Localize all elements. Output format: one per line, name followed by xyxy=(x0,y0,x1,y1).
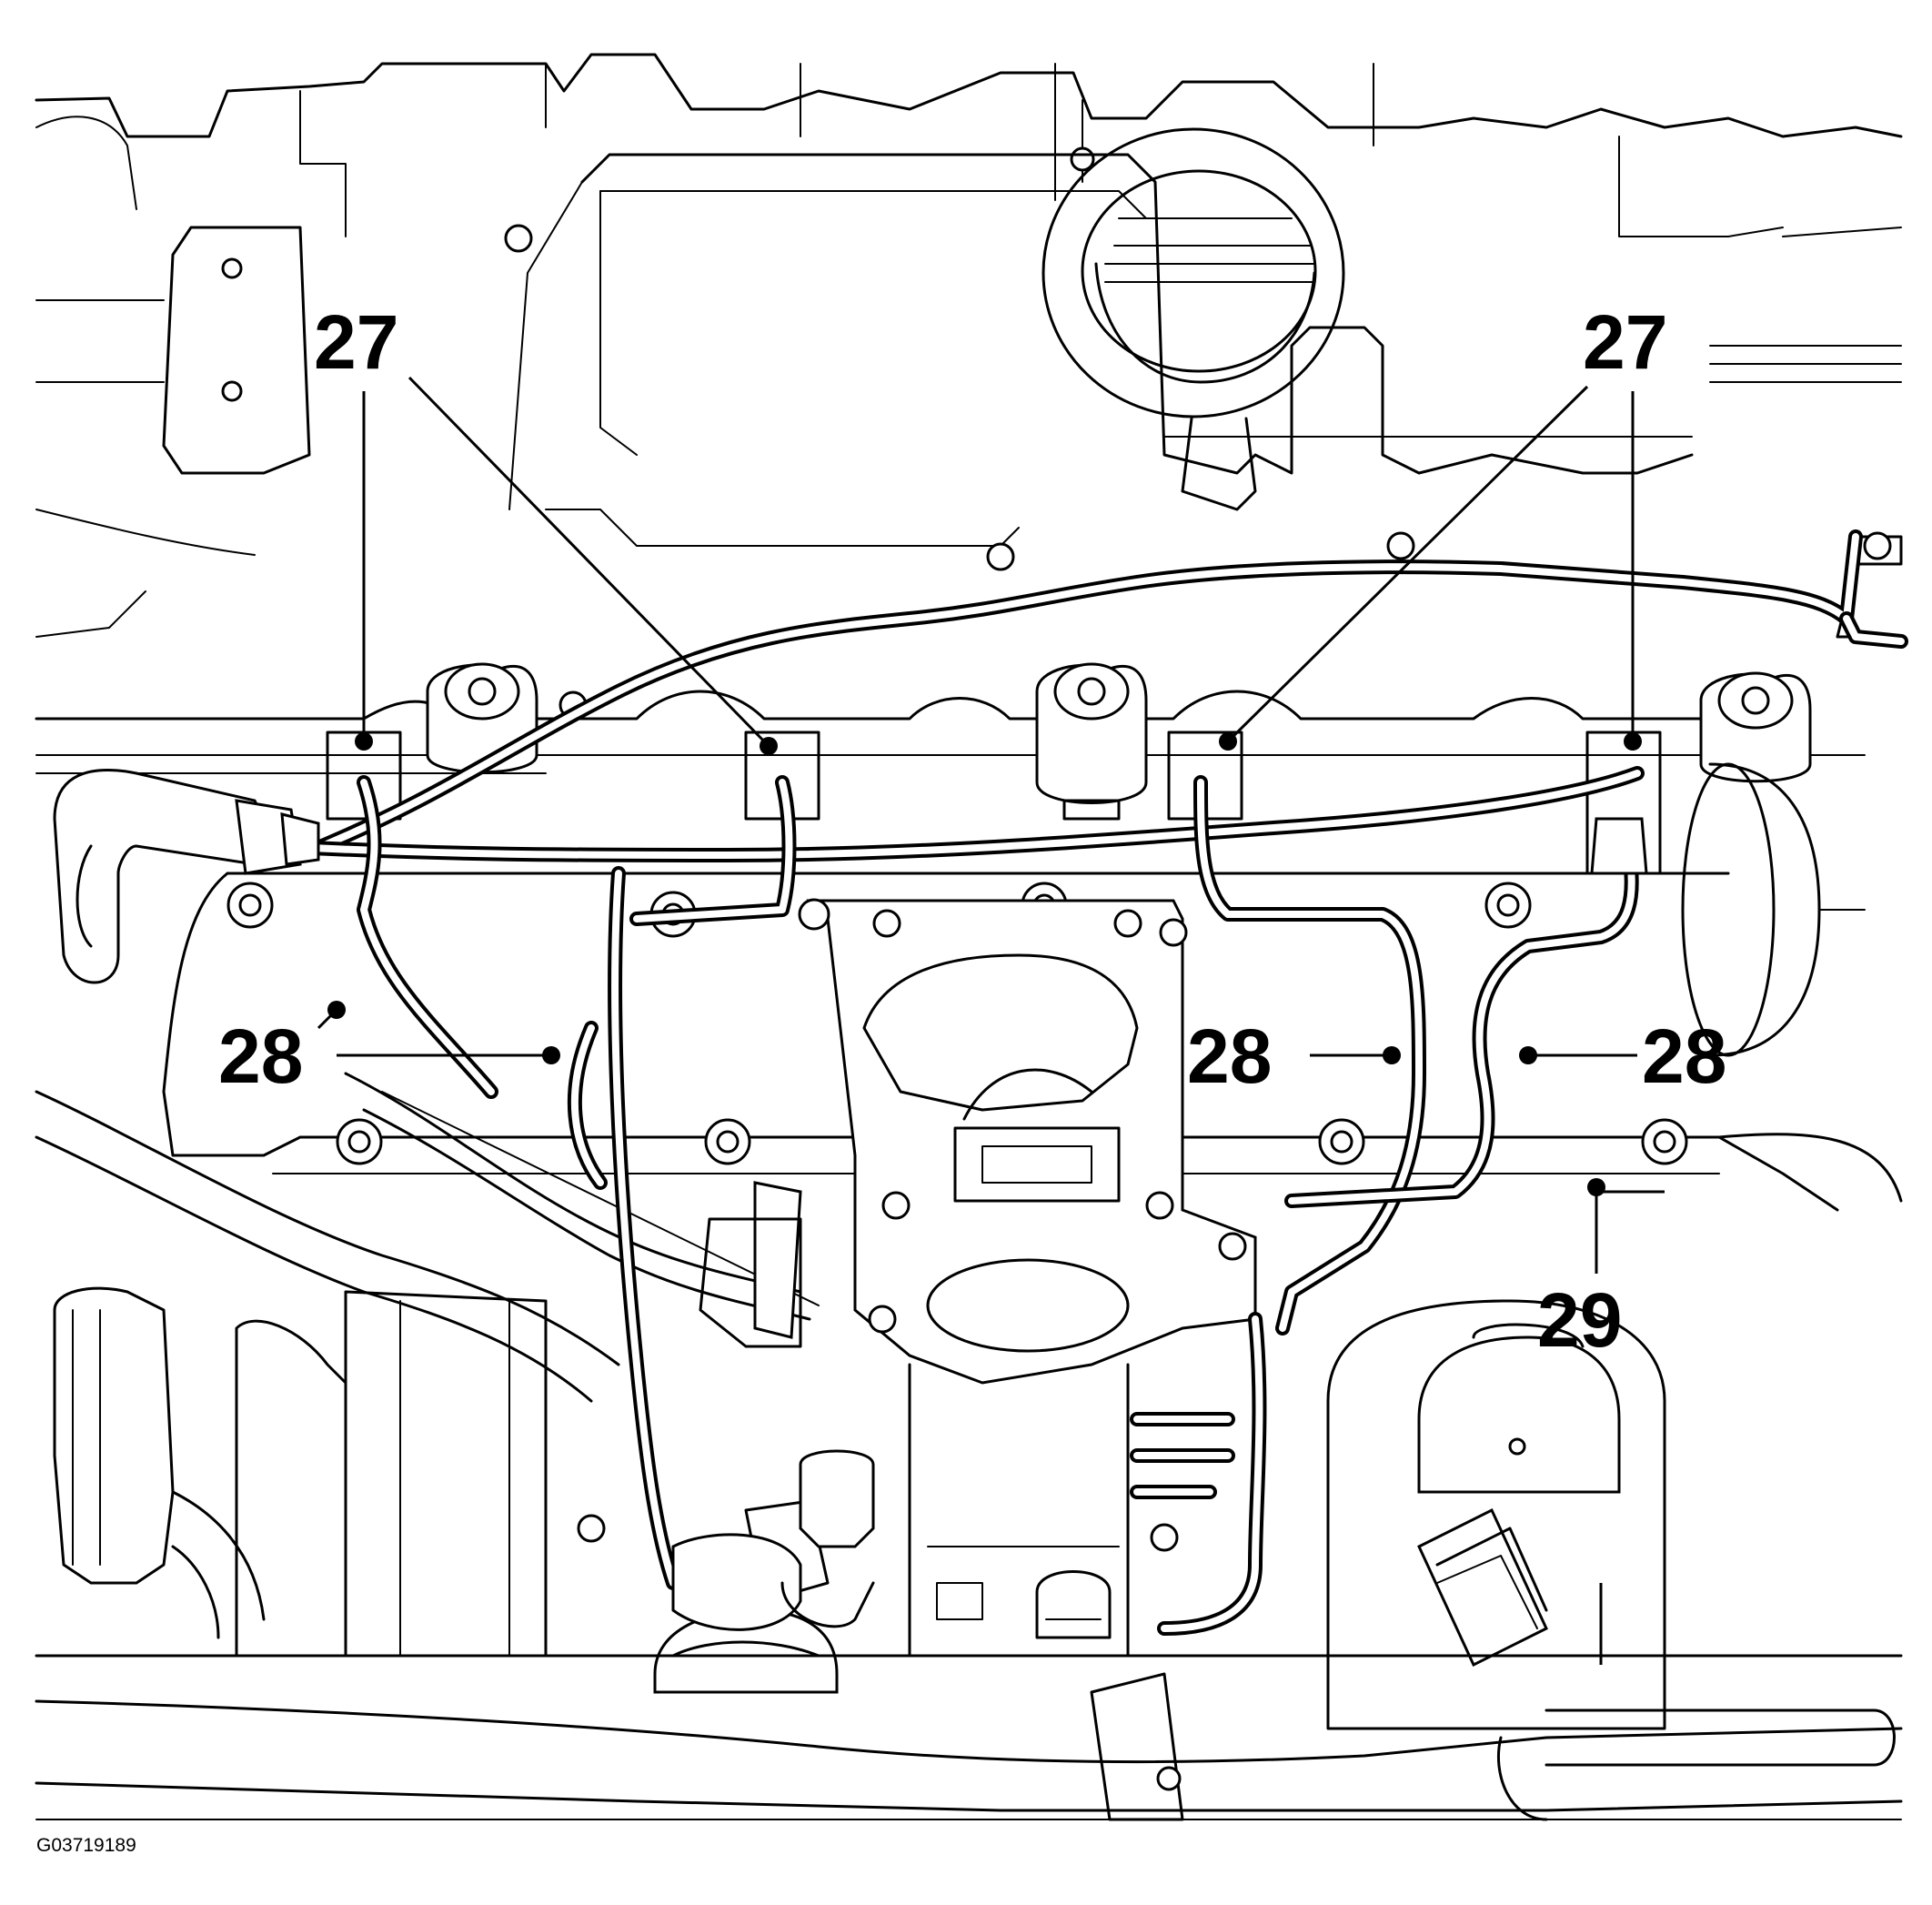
callout-28-left: 28 xyxy=(218,1013,303,1099)
figure-id: G03719189 xyxy=(36,1835,136,1856)
callout-28-center: 28 xyxy=(1187,1013,1272,1099)
callout-leaders xyxy=(317,376,1665,1665)
engine-line-art xyxy=(35,53,1903,1821)
callout-dots xyxy=(327,732,1642,1196)
callout-labels: 27 27 28 28 28 29 xyxy=(218,299,1726,1363)
callout-27-right: 27 xyxy=(1583,299,1667,385)
callout-28-right: 28 xyxy=(1642,1013,1726,1099)
callout-27-left: 27 xyxy=(314,299,398,385)
fuel-lines xyxy=(53,529,1908,1636)
callout-29: 29 xyxy=(1537,1277,1622,1363)
